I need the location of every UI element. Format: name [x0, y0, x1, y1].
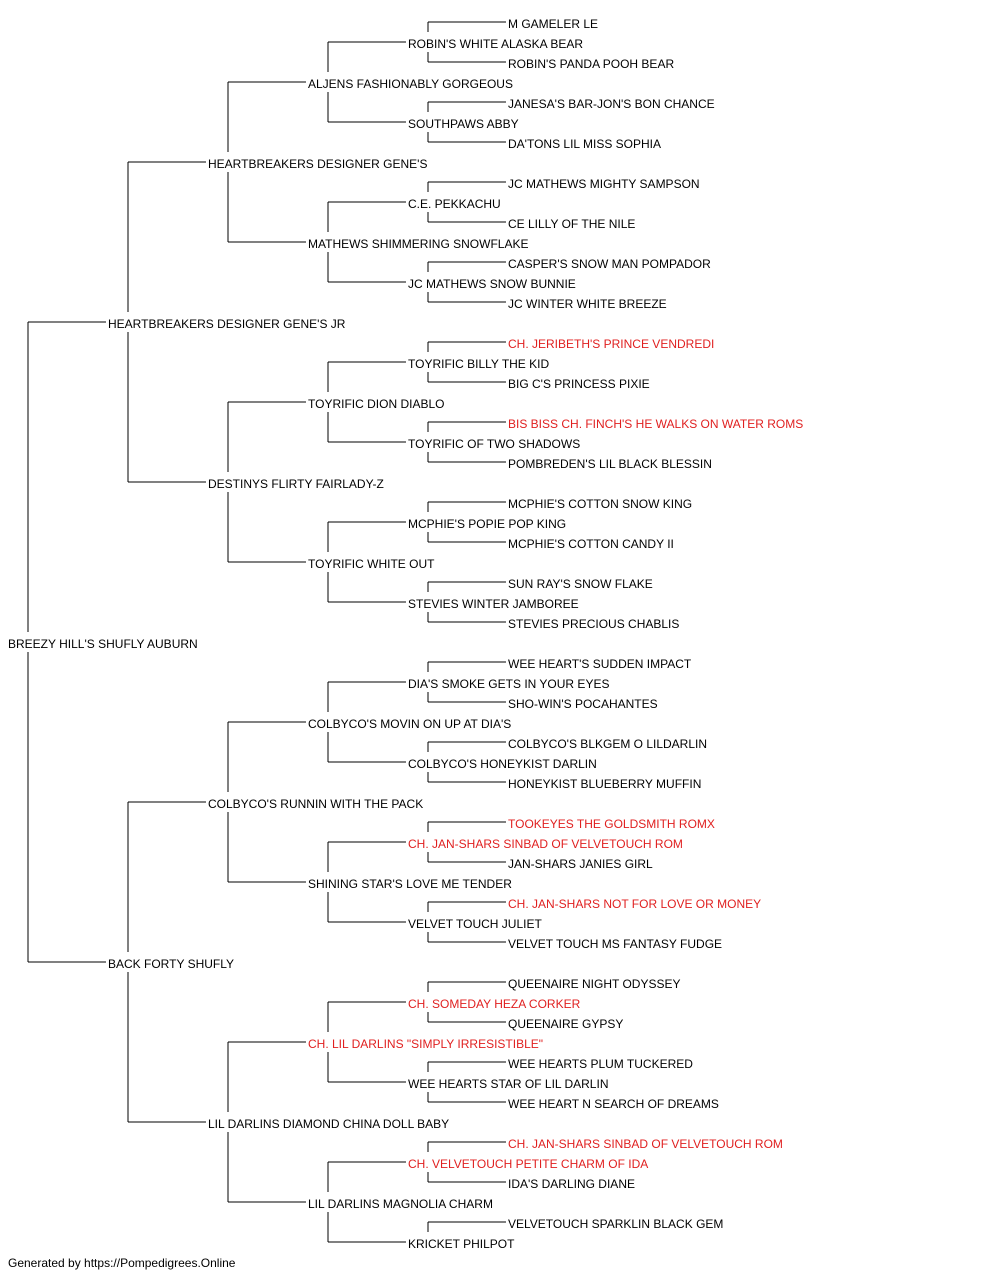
ancestor-name: WEE HEART'S SUDDEN IMPACT — [508, 657, 692, 671]
ancestor-name: CH. JAN-SHARS SINBAD OF VELVETOUCH ROM — [408, 837, 683, 851]
ancestor-name: CH. VELVETOUCH PETITE CHARM OF IDA — [408, 1157, 648, 1171]
ancestor-name: DA'TONS LIL MISS SOPHIA — [508, 137, 661, 151]
ancestor-name: MATHEWS SHIMMERING SNOWFLAKE — [308, 237, 528, 251]
ancestor-name: SHINING STAR'S LOVE ME TENDER — [308, 877, 512, 891]
ancestor-name: VELVET TOUCH JULIET — [408, 917, 542, 931]
ancestor-name: DESTINYS FLIRTY FAIRLADY-Z — [208, 477, 384, 491]
ancestor-name: STEVIES WINTER JAMBOREE — [408, 597, 579, 611]
ancestor-name: SUN RAY'S SNOW FLAKE — [508, 577, 653, 591]
ancestor-name: ROBIN'S PANDA POOH BEAR — [508, 57, 674, 71]
ancestor-name: COLBYCO'S MOVIN ON UP AT DIA'S — [308, 717, 511, 731]
ancestor-name: MCPHIE'S COTTON CANDY II — [508, 537, 674, 551]
ancestor-name: WEE HEARTS STAR OF LIL DARLIN — [408, 1077, 608, 1091]
ancestor-name: JAN-SHARS JANIES GIRL — [508, 857, 653, 871]
ancestor-name: CE LILLY OF THE NILE — [508, 217, 635, 231]
ancestor-name: HONEYKIST BLUEBERRY MUFFIN — [508, 777, 701, 791]
ancestor-name: TOYRIFIC DION DIABLO — [308, 397, 444, 411]
ancestor-name: WEE HEART N SEARCH OF DREAMS — [508, 1097, 719, 1111]
ancestor-name: HEARTBREAKERS DESIGNER GENE'S JR — [108, 317, 346, 331]
ancestor-name: TOYRIFIC BILLY THE KID — [408, 357, 549, 371]
ancestor-name: STEVIES PRECIOUS CHABLIS — [508, 617, 679, 631]
ancestor-name: LIL DARLINS DIAMOND CHINA DOLL BABY — [208, 1117, 449, 1131]
ancestor-name: COLBYCO'S BLKGEM O LILDARLIN — [508, 737, 707, 751]
ancestor-name: TOYRIFIC OF TWO SHADOWS — [408, 437, 580, 451]
pedigree-tree: BREEZY HILL'S SHUFLY AUBURN HEARTBREAKERS… — [8, 17, 803, 1250]
ancestor-name: QUEENAIRE GYPSY — [508, 1017, 623, 1031]
ancestor-name: M GAMELER LE — [508, 17, 598, 31]
ancestor-name: BIS BISS CH. FINCH'S HE WALKS ON WATER R… — [508, 417, 803, 431]
ancestor-name: JC MATHEWS MIGHTY SAMPSON — [508, 177, 700, 191]
ancestor-name: C.E. PEKKACHU — [408, 197, 501, 211]
ancestor-name: QUEENAIRE NIGHT ODYSSEY — [508, 977, 680, 991]
ancestor-name: VELVET TOUCH MS FANTASY FUDGE — [508, 937, 722, 951]
ancestor-name: VELVETOUCH SPARKLIN BLACK GEM — [508, 1217, 723, 1231]
ancestor-name: ALJENS FASHIONABLY GORGEOUS — [308, 77, 513, 91]
ancestor-name: CH. JAN-SHARS NOT FOR LOVE OR MONEY — [508, 897, 761, 911]
ancestor-name: SOUTHPAWS ABBY — [408, 117, 519, 131]
ancestor-name: JANESA'S BAR-JON'S BON CHANCE — [508, 97, 715, 111]
ancestor-name: ROBIN'S WHITE ALASKA BEAR — [408, 37, 583, 51]
subject-name: BREEZY HILL'S SHUFLY AUBURN — [8, 637, 198, 651]
ancestor-name: POMBREDEN'S LIL BLACK BLESSIN — [508, 457, 712, 471]
ancestor-name: HEARTBREAKERS DESIGNER GENE'S — [208, 157, 427, 171]
ancestor-name: CASPER'S SNOW MAN POMPADOR — [508, 257, 711, 271]
ancestor-name: CH. LIL DARLINS "SIMPLY IRRESISTIBLE" — [308, 1037, 543, 1051]
ancestor-name: TOOKEYES THE GOLDSMITH ROMX — [508, 817, 715, 831]
ancestor-name: CH. JERIBETH'S PRINCE VENDREDI — [508, 337, 714, 351]
ancestor-name: WEE HEARTS PLUM TUCKERED — [508, 1057, 693, 1071]
ancestor-name: MCPHIE'S POPIE POP KING — [408, 517, 566, 531]
ancestor-name: TOYRIFIC WHITE OUT — [308, 557, 435, 571]
ancestor-name: MCPHIE'S COTTON SNOW KING — [508, 497, 692, 511]
ancestor-name: COLBYCO'S HONEYKIST DARLIN — [408, 757, 597, 771]
ancestor-name: COLBYCO'S RUNNIN WITH THE PACK — [208, 797, 423, 811]
ancestor-name: CH. JAN-SHARS SINBAD OF VELVETOUCH ROM — [508, 1137, 783, 1151]
ancestor-name: BACK FORTY SHUFLY — [108, 957, 234, 971]
ancestor-name: CH. SOMEDAY HEZA CORKER — [408, 997, 581, 1011]
ancestor-name: LIL DARLINS MAGNOLIA CHARM — [308, 1197, 493, 1211]
ancestor-name: BIG C'S PRINCESS PIXIE — [508, 377, 650, 391]
ancestor-name: KRICKET PHILPOT — [408, 1237, 515, 1250]
ancestor-name: JC MATHEWS SNOW BUNNIE — [408, 277, 576, 291]
ancestor-name: IDA'S DARLING DIANE — [508, 1177, 635, 1191]
ancestor-name: JC WINTER WHITE BREEZE — [508, 297, 667, 311]
footer-credit: Generated by https://Pompedigrees.Online — [8, 1256, 236, 1270]
ancestor-name: SHO-WIN'S POCAHANTES — [508, 697, 658, 711]
ancestor-name: DIA'S SMOKE GETS IN YOUR EYES — [408, 677, 609, 691]
